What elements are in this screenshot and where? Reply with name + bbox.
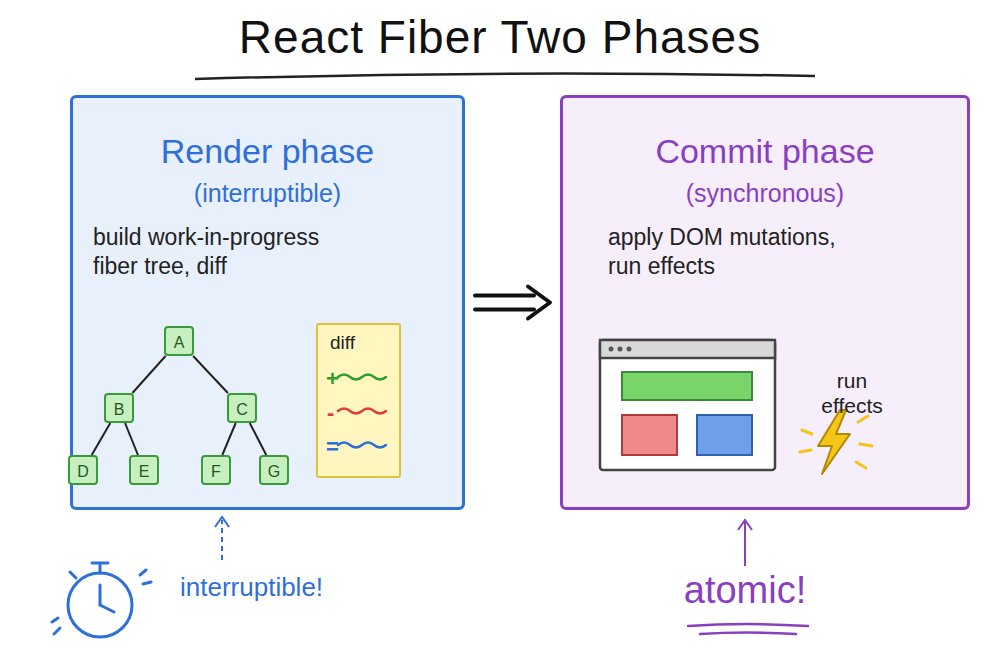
phase-description: build work-in-progress fiber tree, diff (93, 223, 363, 281)
diff-note: diff + - = (316, 323, 401, 478)
link-line (222, 423, 235, 455)
window-dot (618, 347, 623, 352)
link-line (125, 423, 138, 455)
watch-button (92, 562, 108, 565)
leader-arrow (215, 517, 229, 560)
node-label: F (203, 462, 229, 482)
motion-mark (143, 582, 151, 584)
diff-squiggles (338, 375, 386, 448)
tree-link (125, 423, 138, 455)
tree-link (222, 423, 235, 455)
arrow-shaft (475, 308, 534, 312)
window-bar (600, 340, 775, 358)
fiber-node: E (129, 455, 159, 485)
bolt-sparks (800, 416, 872, 468)
fiber-node: B (104, 393, 134, 423)
effect-note: run effects (812, 368, 892, 418)
arrow-head (528, 287, 550, 319)
diff-symbol: = (326, 433, 342, 461)
phase-description: apply DOM mutations, run effects (608, 223, 868, 281)
ui-panel (697, 415, 752, 455)
diagram-title: React Fiber Two Phases (0, 10, 1000, 64)
window-frame (600, 340, 775, 470)
diff-symbol: + (326, 365, 342, 393)
fiber-node: G (259, 455, 289, 485)
node-label: G (261, 462, 287, 482)
window-dot (609, 347, 614, 352)
motion-mark (54, 628, 60, 634)
phase-box: Render phase (interruptible) build work-in… (70, 95, 465, 510)
watch-face (68, 573, 132, 637)
callout-text: interruptible! (180, 572, 420, 603)
node-label: E (131, 462, 157, 482)
watch-button (70, 572, 76, 578)
tree-link (250, 423, 267, 455)
leader-arrow (738, 520, 752, 566)
watch-hand (100, 605, 114, 612)
link-line (132, 356, 165, 393)
ui-bar (622, 372, 752, 400)
link-line (193, 356, 228, 393)
phase-subheading: (interruptible) (73, 178, 462, 209)
squiggle-same (338, 443, 386, 448)
callout-text: atomic! (670, 568, 820, 614)
watch-hand (99, 585, 102, 605)
emphasis-underline (688, 624, 808, 634)
arrow-shaft (475, 294, 534, 298)
phase-heading: Commit phase (563, 130, 967, 173)
fiber-node: A (164, 326, 194, 356)
lightning-bolt (800, 410, 872, 474)
motion-mark (140, 570, 146, 575)
browser-window (600, 340, 775, 470)
window-dot (627, 347, 632, 352)
phase-arrow (475, 287, 550, 319)
bolt-shape (818, 410, 850, 474)
fiber-node: C (227, 393, 257, 423)
link-line (92, 423, 111, 455)
fiber-node: D (68, 455, 98, 485)
tree-link (92, 423, 111, 455)
fiber-node: F (201, 455, 231, 485)
phase-heading: Render phase (73, 130, 462, 173)
squiggle-add (338, 375, 386, 380)
tree-link (132, 356, 165, 393)
node-label: B (106, 400, 132, 420)
node-label: A (166, 333, 192, 353)
squiggle-remove (338, 409, 386, 414)
watch-stem (99, 564, 102, 573)
tree-link (193, 356, 228, 393)
motion-mark (52, 618, 58, 622)
stopwatch (52, 563, 151, 637)
link-line (250, 423, 267, 455)
diff-symbol: - (327, 399, 343, 427)
note-heading: diff (330, 331, 390, 355)
node-label: D (70, 462, 96, 482)
ui-panel (622, 415, 677, 455)
node-label: C (229, 400, 255, 420)
title-underline (195, 74, 815, 79)
phase-subheading: (synchronous) (563, 178, 967, 209)
